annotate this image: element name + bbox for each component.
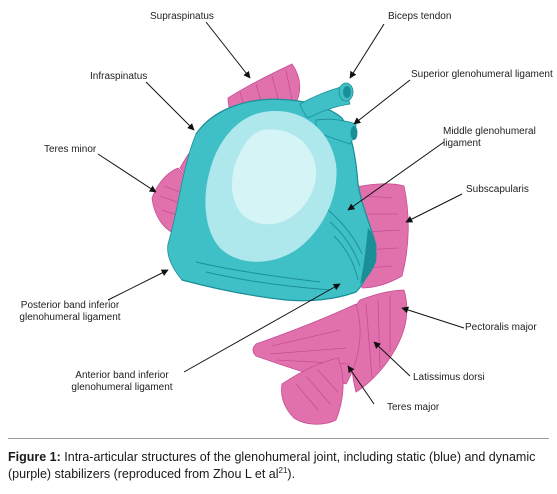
caption-divider <box>8 438 549 439</box>
arrow-infraspinatus <box>145 81 195 131</box>
arrow-subscapularis <box>405 193 463 223</box>
figure-caption: Figure 1: Intra-articular structures of … <box>8 449 549 483</box>
label-middle-ghl-line-2: ligament <box>443 138 481 149</box>
superior-glenohumeral-ligament <box>315 118 358 145</box>
caption-text: Intra-articular structures of the glenoh… <box>8 450 536 481</box>
label-middle-glenohumeral-ligament: Middle glenohumeral ligament <box>443 126 536 150</box>
biceps-tendon <box>299 82 354 119</box>
label-biceps-tendon: Biceps tendon <box>388 11 452 22</box>
arrow-pectoralis-major <box>401 306 465 329</box>
label-posterior-band-inferior-ghl: Posterior band inferior glenohumeral lig… <box>8 300 132 324</box>
label-anterior-band-inferior-ghl: Anterior band inferior glenohumeral liga… <box>60 370 184 394</box>
arrow-latissimus-dorsi <box>373 341 411 377</box>
arrow-posterior-band <box>107 269 169 301</box>
label-posterior-band-line-1: Posterior band inferior <box>20 300 120 311</box>
caption-end: ). <box>287 467 296 481</box>
label-teres-minor: Teres minor <box>44 144 97 155</box>
label-supraspinatus: Supraspinatus <box>150 11 214 22</box>
arrow-teres-minor <box>97 153 157 193</box>
caption-reference: 21 <box>278 465 288 475</box>
pectoralis-major-muscle <box>350 289 408 393</box>
leader-arrows <box>97 21 465 405</box>
label-latissimus-dorsi: Latissimus dorsi <box>413 372 485 383</box>
humeral-head <box>205 111 337 262</box>
label-middle-ghl-line-1: Middle glenohumeral <box>443 126 536 137</box>
arrow-biceps-tendon <box>349 23 385 79</box>
arrow-teres-major <box>347 365 375 405</box>
arrow-middle-ghl <box>347 141 445 211</box>
inferior-glenohumeral-ligament <box>195 261 331 291</box>
figure-number: Figure 1: <box>8 450 61 464</box>
arrow-supraspinatus <box>205 21 251 79</box>
label-teres-major: Teres major <box>387 402 440 413</box>
label-pectoralis-major: Pectoralis major <box>465 322 537 333</box>
arrow-superior-ghl <box>353 79 411 125</box>
label-anterior-band-line-2: glenohumeral ligament <box>71 382 173 393</box>
teres-major-muscle <box>281 357 344 425</box>
arrow-anterior-band <box>183 283 341 373</box>
label-superior-glenohumeral-ligament: Superior glenohumeral ligament <box>411 69 553 80</box>
label-posterior-band-line-2: glenohumeral ligament <box>19 312 121 323</box>
middle-glenohumeral-ligament <box>327 209 377 284</box>
label-anterior-band-line-1: Anterior band inferior <box>75 370 169 381</box>
label-subscapularis: Subscapularis <box>466 184 529 195</box>
label-infraspinatus: Infraspinatus <box>90 71 148 82</box>
